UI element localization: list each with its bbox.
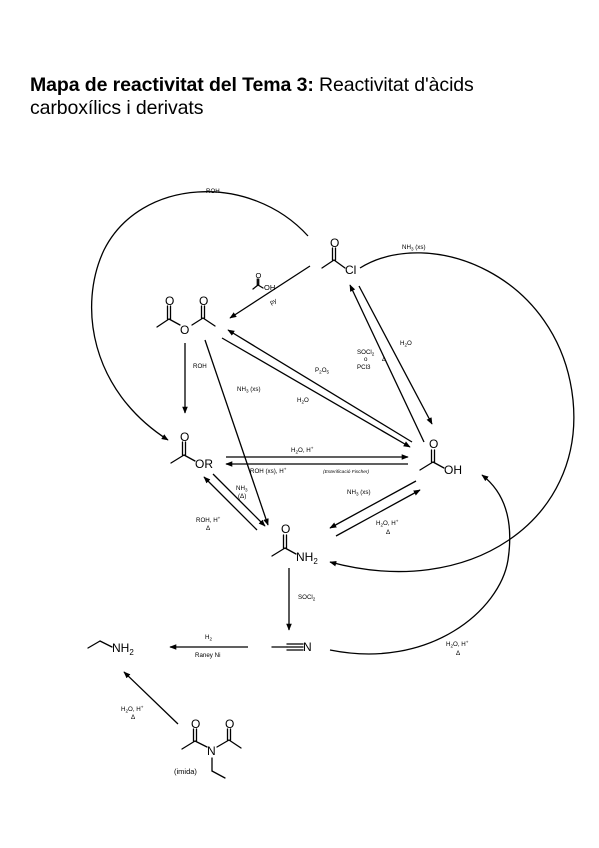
nitrile-structure: N — [271, 640, 312, 654]
label-nh3-xs-mid: NH3 (xs) — [237, 386, 261, 394]
label-h2: H2 — [205, 634, 212, 642]
label-roh-top: ROH — [206, 188, 220, 195]
bond — [216, 739, 230, 748]
label-h2o-h-amide: H2O, H+ — [376, 519, 399, 528]
label-roh-h-delta: Δ — [206, 525, 210, 532]
bond — [271, 547, 286, 557]
amine-structure: NH2 — [87, 640, 134, 657]
label-h2o-mid: H2O — [297, 397, 309, 405]
arrow-anhydride-to-amide — [204, 339, 269, 526]
atom-o: O — [191, 717, 200, 731]
arrow-amide-to-ester — [203, 476, 258, 531]
atom-o: O — [199, 294, 208, 308]
imide-structure: O N O (imida) — [174, 717, 242, 779]
arrow-acid-to-acylcl — [349, 284, 425, 443]
arrow-acid-to-anhydride — [227, 329, 413, 443]
ester-structure: O OR — [170, 430, 213, 471]
arrow-nitrile-to-acid — [329, 474, 511, 655]
amide-structure: O NH2 — [271, 522, 318, 566]
bond — [99, 640, 113, 648]
atom-oh: OH — [444, 463, 462, 477]
arrow-acylcl-to-acid — [358, 285, 433, 425]
bond — [211, 770, 226, 779]
label-raney-ni: Raney Ni — [195, 652, 220, 659]
bond — [333, 259, 346, 269]
acetic-acid-reagent: O OH — [252, 271, 275, 292]
bond — [168, 318, 181, 326]
label-h2o-right: H2O — [400, 340, 412, 348]
bond — [228, 739, 242, 749]
bond — [252, 284, 259, 290]
acyl-chloride-structure: O Cl — [321, 236, 356, 277]
label-roh-xs-h: ROH (xs), H+ — [250, 467, 287, 476]
arrow-acylcl-to-amide — [329, 252, 575, 573]
arrow-anhydride-to-acid — [221, 337, 411, 448]
arrow-imide-to-amine — [123, 671, 179, 725]
bond — [321, 259, 335, 269]
bond — [432, 461, 445, 469]
label-delta-socl2: Δ — [382, 356, 386, 363]
bond — [156, 318, 170, 328]
bond — [170, 454, 185, 464]
label-p2o5: P2O5 — [315, 367, 330, 375]
label-h2o-h-imide: H2O, H+ — [121, 705, 144, 714]
atom-o: O — [330, 236, 339, 250]
arrow-acylcl-to-ester — [90, 191, 309, 441]
label-delta-paren: (Δ) — [238, 493, 246, 500]
arrow-acid-to-amide — [329, 480, 417, 529]
label-socl2: SOCl2 — [357, 349, 375, 357]
imide-label: (imida) — [174, 767, 197, 776]
atom-oh: OH — [264, 283, 275, 292]
label-h2o-h-nitrile-delta: Δ — [456, 650, 460, 657]
arrow-amide-to-acid — [335, 489, 421, 537]
arrow-ester-to-amide — [212, 473, 266, 527]
bond — [202, 317, 216, 327]
bond — [181, 740, 196, 750]
label-nh3-delta: NH3 — [236, 485, 248, 493]
atom-cl: Cl — [345, 263, 356, 277]
bond — [183, 454, 196, 462]
arrow-acylcl-to-anhydride — [229, 265, 311, 319]
label-socl2-amide: SOCl2 — [298, 594, 316, 602]
bond — [284, 547, 297, 555]
bond — [194, 740, 208, 748]
label-h2o-h-nitrile: H2O, H+ — [446, 640, 469, 649]
label-h2o-h-esterhyd: H2O, H+ — [291, 446, 314, 455]
label-h2o-h-amide-delta: Δ — [386, 529, 390, 536]
atom-o: O — [165, 294, 174, 308]
atom-n: N — [303, 640, 312, 654]
label-nh3-xs-low: NH3 (xs) — [347, 489, 371, 497]
label-py: py — [269, 297, 279, 307]
atom-nh: NH2 — [112, 641, 134, 657]
atom-o: O — [180, 430, 189, 444]
atom-nh: NH2 — [296, 550, 318, 566]
label-fischer: (Esterificació Fischer) — [323, 469, 370, 475]
atom-o: O — [429, 437, 438, 451]
label-pcl3: PCl3 — [357, 364, 371, 371]
label-h2o-h-imide-delta: Δ — [131, 714, 135, 721]
atom-o: O — [225, 717, 234, 731]
label-roh-left: ROH — [193, 363, 207, 370]
anhydride-structure: O O O — [156, 294, 216, 337]
atom-o: O — [256, 271, 262, 280]
bond — [191, 317, 204, 326]
carboxylic-acid-structure: O OH — [419, 437, 462, 477]
atom-o-bridge: O — [180, 323, 189, 337]
atom-or: OR — [195, 457, 213, 471]
label-or: o — [364, 356, 368, 363]
label-roh-h: ROH, H+ — [196, 516, 221, 525]
bond — [419, 461, 434, 471]
atom-n: N — [207, 744, 216, 758]
atom-o: O — [281, 522, 290, 536]
title-rest: Reactivitat d'àcids carboxílics i deriva… — [30, 74, 474, 119]
page-title: Mapa de reactivitat del Tema 3: Reactivi… — [30, 74, 570, 120]
label-nh3-xs-top: NH3 (xs) — [402, 244, 426, 252]
title-bold: Mapa de reactivitat del Tema 3: — [30, 74, 314, 96]
bond — [87, 640, 101, 649]
